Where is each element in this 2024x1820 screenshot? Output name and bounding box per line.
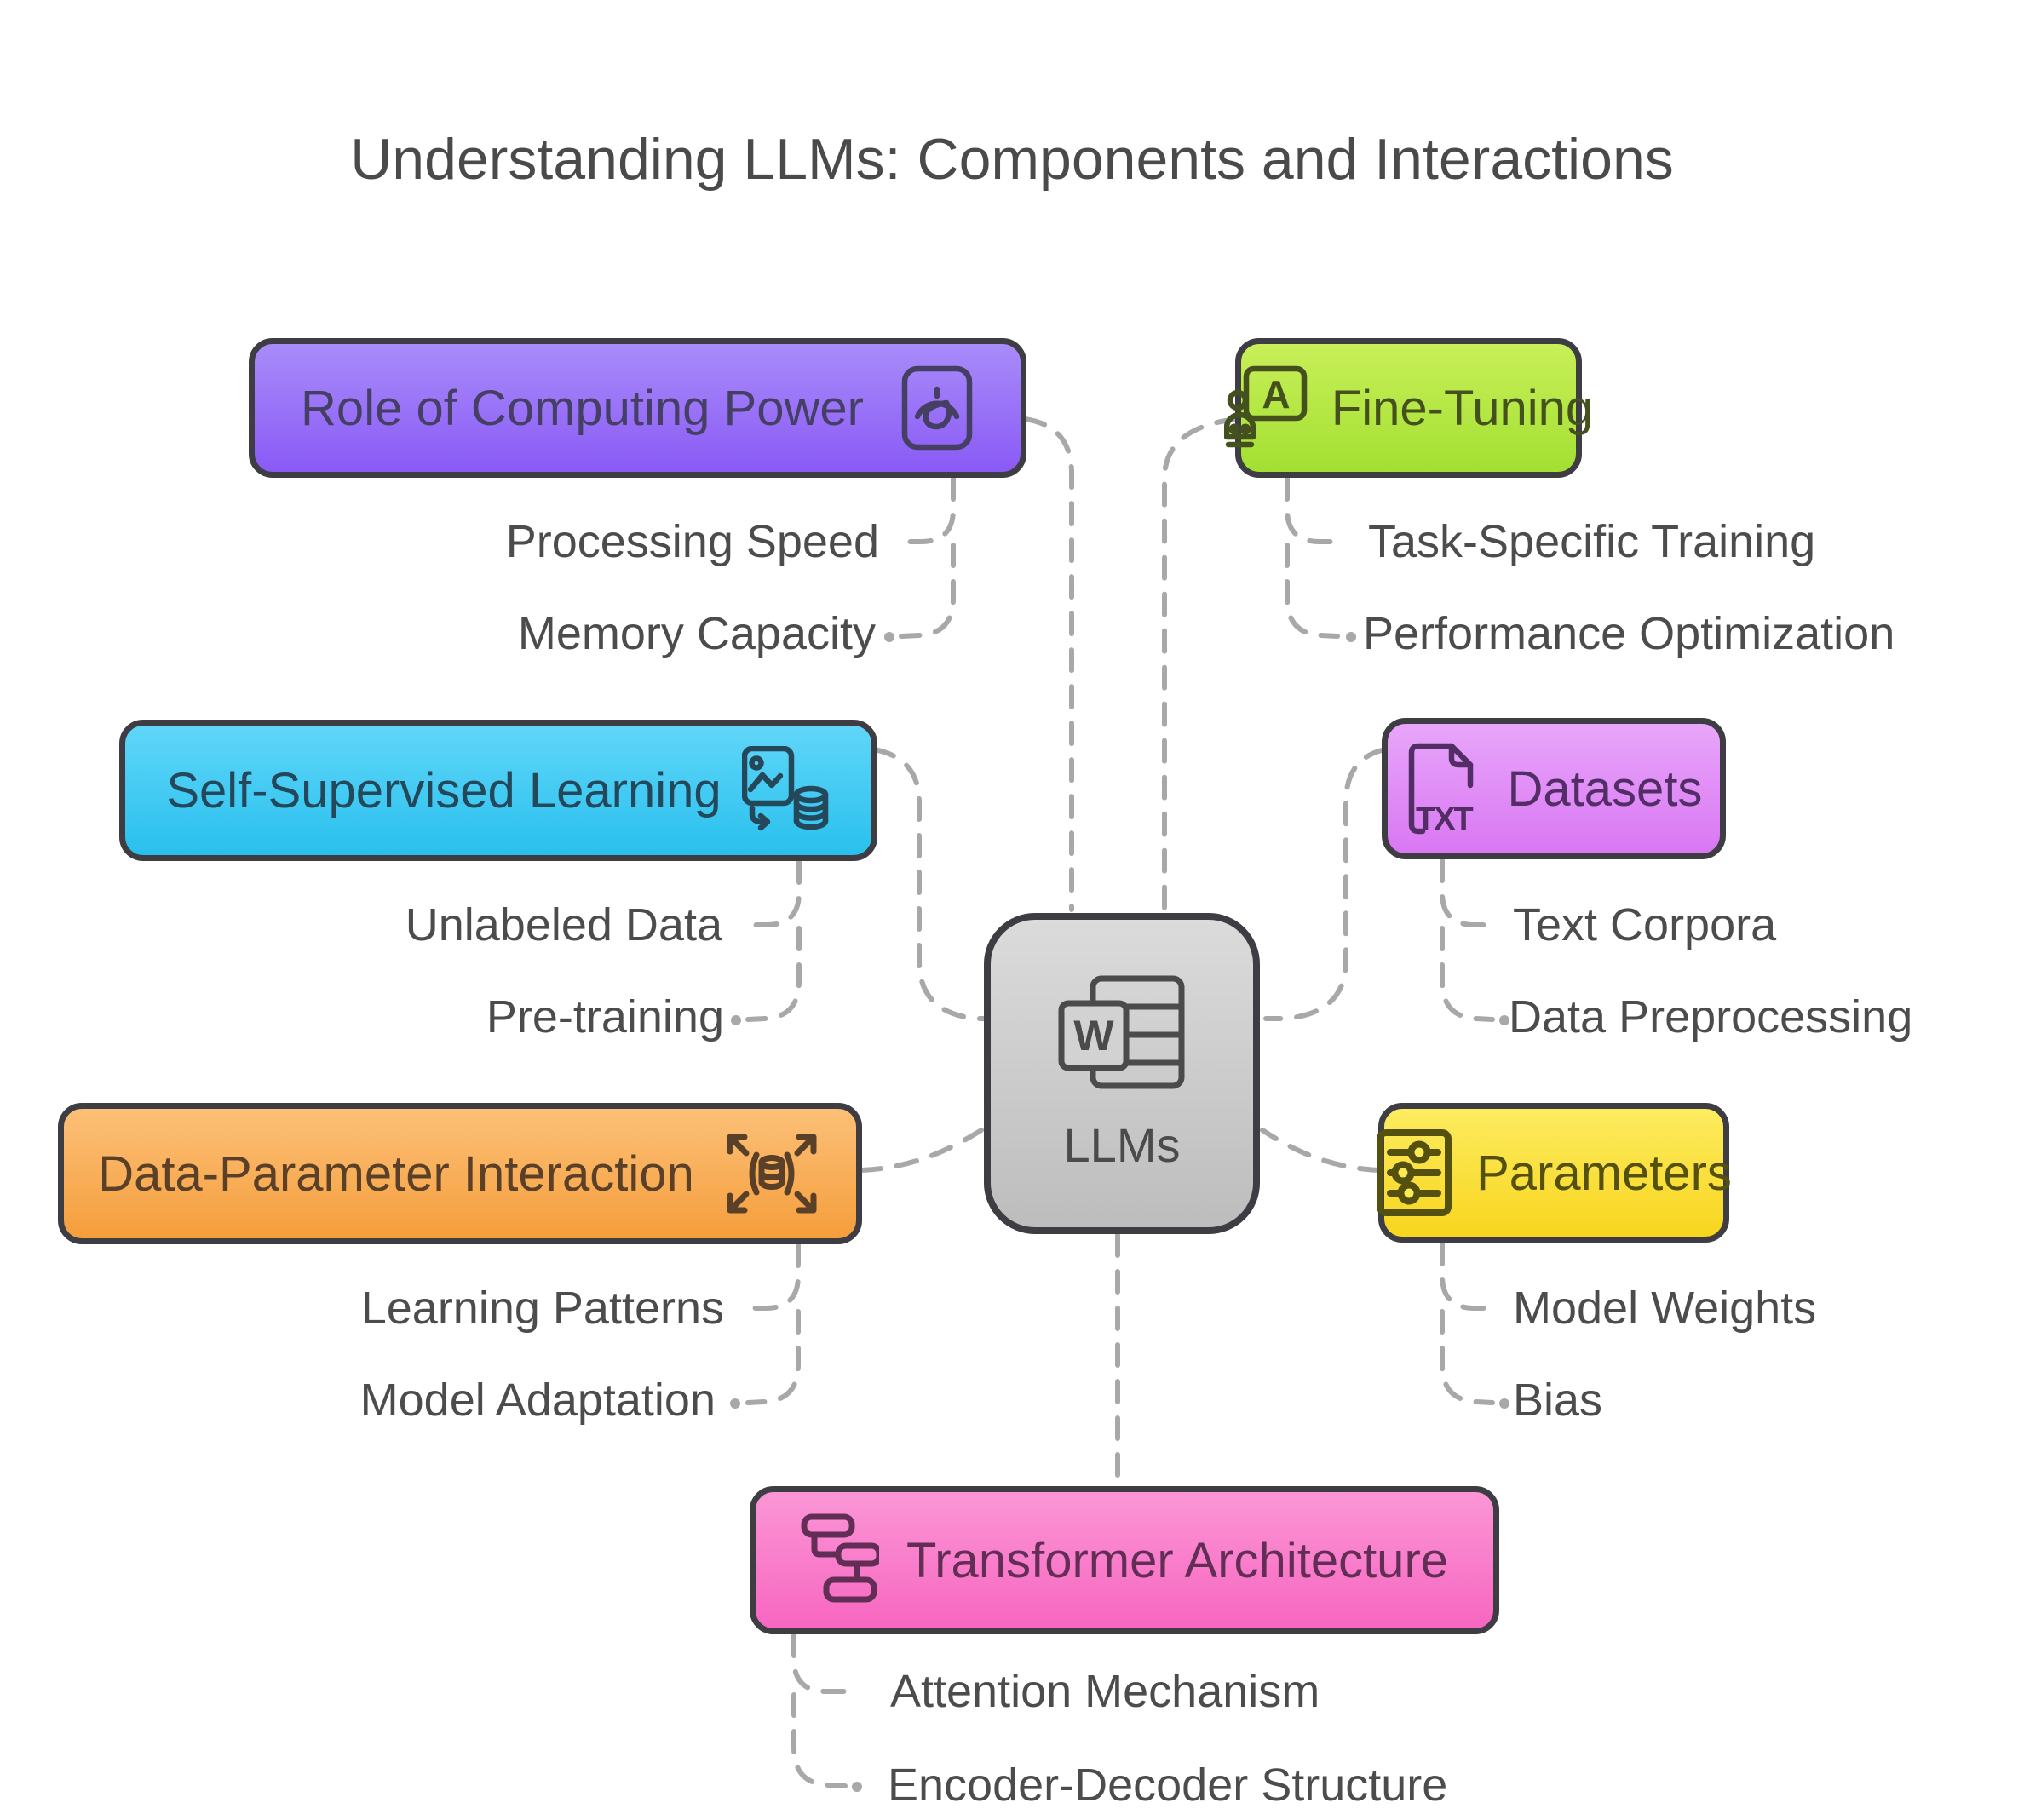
robot-teacher-icon: A: [1223, 365, 1309, 451]
node-label: Role of Computing Power: [301, 380, 864, 436]
svg-text:TXT: TXT: [1416, 801, 1474, 836]
edge-finetuning-to-llms: [1162, 416, 1239, 912]
node-label: Parameters: [1476, 1145, 1732, 1201]
edge-computing-to-llms: [1022, 416, 1074, 912]
edge-processing-speed: [894, 476, 956, 544]
child-attention-mechanism: Attention Mechanism: [890, 1666, 1320, 1717]
child-task-specific-training: Task-Specific Training: [1368, 516, 1816, 567]
edge-bias: [1440, 1309, 1495, 1405]
node-transformer-architecture: Transformer Architecture: [750, 1486, 1499, 1634]
node-label: Datasets: [1507, 761, 1703, 817]
flow-blocks-icon: [801, 1513, 879, 1607]
svg-text:A: A: [1262, 372, 1290, 416]
child-memory-capacity: Memory Capacity: [517, 608, 876, 659]
svg-text:W: W: [1073, 1012, 1114, 1059]
node-data-parameter-interaction: Data-Parameter Interaction: [58, 1103, 862, 1244]
node-label: Fine-Tuning: [1331, 380, 1594, 436]
edge-learning-patterns: [747, 1243, 801, 1311]
node-label: LLMs: [1063, 1118, 1181, 1172]
node-label: Self-Supervised Learning: [166, 762, 722, 818]
edge-params-to-llms: [1260, 1128, 1383, 1173]
edge-task-specific: [1285, 476, 1347, 544]
node-parameters: Parameters: [1376, 1103, 1732, 1243]
edge-datasets-to-llms: [1263, 747, 1388, 1021]
node-fine-tuning: A Fine-Tuning: [1223, 338, 1593, 478]
child-data-preprocessing: Data Preprocessing: [1509, 991, 1913, 1042]
gauge-icon: [900, 364, 975, 452]
edge-ssl-to-llms: [871, 747, 991, 1021]
edge-memory-capacity: [899, 543, 956, 639]
edge-pre-training: [745, 926, 802, 1022]
child-unlabeled-data: Unlabeled Data: [405, 899, 722, 950]
sliders-icon: [1376, 1128, 1452, 1217]
node-llms-center: W LLMs: [984, 913, 1260, 1234]
child-pre-training: Pre-training: [486, 991, 724, 1042]
page-title: Understanding LLMs: Components and Inter…: [350, 127, 1674, 192]
edge-unlabeled-data: [747, 859, 802, 927]
image-to-database-icon: [741, 746, 831, 835]
child-model-weights: Model Weights: [1513, 1283, 1817, 1334]
edge-dpi-to-llms: [858, 1128, 984, 1173]
edge-encoder-decoder: [791, 1692, 848, 1788]
child-model-adaptation: Model Adaptation: [359, 1375, 716, 1426]
node-self-supervised-learning: Self-Supervised Learning: [119, 720, 877, 861]
child-learning-patterns: Learning Patterns: [360, 1283, 724, 1334]
edge-performance-opt: [1285, 543, 1340, 639]
child-performance-optimization: Performance Optimization: [1363, 608, 1895, 659]
node-label: Transformer Architecture: [906, 1532, 1449, 1588]
edge-text-corpora: [1440, 858, 1493, 927]
node-label: Data-Parameter Interaction: [98, 1145, 694, 1202]
node-datasets: TXT Datasets: [1382, 718, 1726, 859]
child-text-corpora: Text Corpora: [1513, 899, 1777, 950]
edge-model-adaptation: [745, 1309, 801, 1405]
word-document-icon: W: [1057, 974, 1187, 1102]
child-encoder-decoder-structure: Encoder-Decoder Structure: [888, 1760, 1448, 1811]
child-bias: Bias: [1513, 1375, 1603, 1426]
child-processing-speed: Processing Speed: [505, 516, 879, 567]
database-expand-icon: [722, 1128, 822, 1219]
edge-attention-mechanism: [791, 1633, 851, 1694]
edge-model-weights: [1440, 1241, 1493, 1311]
txt-file-icon: TXT: [1406, 741, 1484, 836]
node-role-of-computing-power: Role of Computing Power: [249, 338, 1026, 478]
edge-data-preprocessing: [1440, 926, 1495, 1022]
